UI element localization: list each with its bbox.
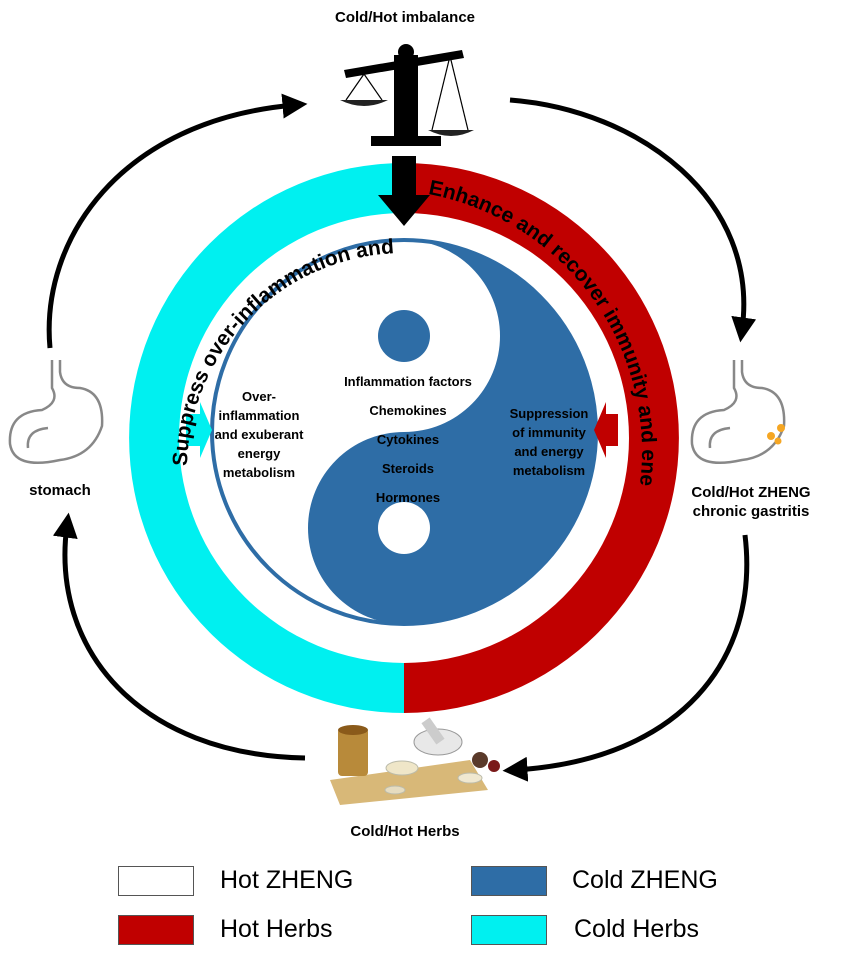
center-list-item: Hormones — [375, 490, 441, 505]
hot-herbs-ring — [404, 163, 679, 713]
legend-swatch-cold-herbs — [471, 915, 547, 945]
blue-side-line: metabolism — [512, 463, 586, 478]
gastritis-stomach-icon — [690, 360, 786, 464]
legend-label-cold-herbs: Cold Herbs — [574, 915, 700, 943]
center-list: Inflammation factors Chemokines Cytokine… — [318, 367, 498, 512]
white-side-line: metabolism — [222, 465, 296, 480]
cycle-arrow-bottom-right — [502, 534, 750, 782]
cycle-arrow-top-left — [46, 93, 308, 349]
white-side-text: Over- inflammation and exuberant energy … — [198, 387, 320, 482]
white-side-line: and exuberant — [214, 427, 304, 442]
center-list-item: Cytokines — [376, 432, 440, 447]
hot-herbs-inward-arrow — [594, 402, 618, 458]
blue-side-text: Suppression of immunity and energy metab… — [496, 404, 602, 480]
stomach-label: stomach — [29, 482, 91, 499]
blue-side-line: of immunity — [512, 425, 586, 440]
white-side-line: Over- — [242, 389, 276, 404]
cycle-arrow-top-right — [509, 97, 757, 343]
blue-side-line: and energy — [514, 444, 584, 459]
imbalance-down-arrow — [378, 156, 430, 226]
herbs-icon — [330, 717, 500, 805]
legend-swatch-hot-herbs — [118, 915, 194, 945]
white-side-line: energy — [237, 446, 281, 461]
cycle-arrow-bottom-left — [52, 512, 306, 761]
legend-label-hot-zheng: Hot ZHENG — [220, 866, 354, 894]
cold-herbs-ring — [129, 163, 404, 713]
legend-swatch-cold-zheng — [471, 866, 547, 896]
gastritis-label-line2: chronic gastritis — [692, 503, 810, 520]
yin-yang-blue-dot — [378, 310, 430, 362]
legend-swatch-hot-zheng — [118, 866, 194, 896]
center-list-item: Inflammation factors — [344, 374, 472, 389]
stomach-icon — [8, 360, 104, 464]
gastritis-label-line1: Cold/Hot ZHENG — [691, 484, 811, 501]
legend-label-hot-herbs: Hot Herbs — [220, 915, 333, 943]
blue-side-line: Suppression — [509, 406, 589, 421]
center-list-item: Chemokines — [369, 403, 447, 418]
legend-label-cold-zheng: Cold ZHENG — [572, 866, 718, 894]
cold-herbs-inward-arrow — [186, 402, 212, 458]
balance-scale-icon — [340, 44, 474, 146]
white-side-line: inflammation — [218, 408, 300, 423]
herbs-label: Cold/Hot Herbs — [350, 823, 460, 840]
top-label: Cold/Hot imbalance — [334, 9, 476, 26]
center-list-item: Steroids — [381, 461, 434, 476]
yin-yang-white-dot — [378, 502, 430, 554]
